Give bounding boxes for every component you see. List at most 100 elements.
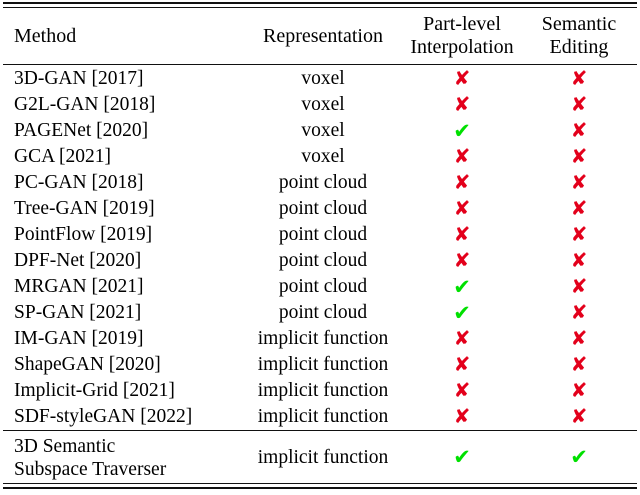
table-row: SDF-styleGAN [2022]implicit function✘✘ xyxy=(3,404,637,431)
cell-part-level-interpolation: ✘ xyxy=(403,144,521,170)
column-header-part-line2: Interpolation xyxy=(410,36,514,58)
check-icon: ✔ xyxy=(453,274,471,299)
column-header-semantic-line1: Semantic xyxy=(541,12,617,35)
cell-part-level-interpolation: ✔ xyxy=(403,274,521,300)
table-footer-section: 3D Semantic Subspace Traverser implicit … xyxy=(3,430,637,489)
cell-method: IM-GAN [2019] xyxy=(14,328,144,349)
cell-representation: implicit function xyxy=(257,406,389,427)
cell-part-level-interpolation: ✘ xyxy=(403,248,521,274)
table-row: DPF-Net [2020]point cloud✘✘ xyxy=(3,248,637,274)
table-row: GCA [2021] voxel ✘ ✘ xyxy=(3,144,637,170)
cell-method: GCA [2021] xyxy=(14,146,111,167)
final-row-part-interpolation-mark: ✔ xyxy=(403,432,521,484)
cross-icon: ✘ xyxy=(570,351,588,376)
column-header-method: Method xyxy=(14,24,77,47)
cross-icon: ✘ xyxy=(570,273,588,298)
column-header-representation: Representation xyxy=(263,24,383,47)
table-row: MRGAN [2021]point cloud✔✘ xyxy=(3,274,637,300)
cell-method: PC-GAN [2018] xyxy=(14,172,144,193)
cross-icon: ✘ xyxy=(453,143,471,168)
cross-icon: ✘ xyxy=(453,325,471,350)
table-row: PAGENet [2020]voxel✔✘ xyxy=(3,118,637,144)
cell-semantic-editing: ✘ xyxy=(521,404,637,431)
cell-semantic-editing: ✘ xyxy=(521,222,637,248)
column-header-semantic-line2: Editing xyxy=(549,36,609,58)
table-row: IM-GAN [2019] implicit function ✘ ✘ xyxy=(3,326,637,352)
cell-method: MRGAN [2021] xyxy=(14,276,144,297)
table-header: Method Representation Part-level Interpo… xyxy=(3,2,637,66)
cross-icon: ✘ xyxy=(453,169,471,194)
cell-representation: implicit function xyxy=(257,380,389,401)
table-top-rule xyxy=(3,2,637,8)
cross-icon: ✘ xyxy=(570,117,588,142)
cell-part-level-interpolation: ✘ xyxy=(403,404,521,431)
cell-representation: voxel xyxy=(301,68,345,89)
final-row-semantic-editing-mark: ✔ xyxy=(521,432,637,484)
cell-part-level-interpolation: ✘ xyxy=(403,378,521,404)
cell-part-level-interpolation: ✘ xyxy=(403,196,521,222)
cell-method: Tree-GAN [2019] xyxy=(14,198,155,219)
cell-method: PointFlow [2019] xyxy=(14,224,153,245)
table-row: SP-GAN [2021] point cloud ✔ ✘ xyxy=(3,300,637,326)
cell-part-level-interpolation: ✘ xyxy=(403,170,521,196)
cell-method: 3D-GAN [2017] xyxy=(14,68,144,89)
cell-representation: point cloud xyxy=(278,172,368,193)
cell-method: PAGENet [2020] xyxy=(14,120,149,141)
cross-icon: ✘ xyxy=(570,169,588,194)
cell-method: Implicit-Grid [2021] xyxy=(14,380,175,401)
table-body: 3D-GAN [2017]voxel✘✘G2L-GAN [2018]voxel✘… xyxy=(3,66,637,431)
cross-icon: ✘ xyxy=(570,377,588,402)
cell-representation: point cloud xyxy=(278,224,368,245)
cell-part-level-interpolation: ✘ xyxy=(403,222,521,248)
table-row: PointFlow [2019] point cloud ✘ ✘ xyxy=(3,222,637,248)
cell-semantic-editing: ✘ xyxy=(521,300,637,326)
cell-semantic-editing: ✘ xyxy=(521,144,637,170)
cell-representation: voxel xyxy=(301,146,345,167)
cell-representation: voxel xyxy=(301,120,345,141)
cell-representation: point cloud xyxy=(278,198,368,219)
cell-representation: voxel xyxy=(301,94,345,115)
cell-part-level-interpolation: ✘ xyxy=(403,352,521,378)
cell-semantic-editing: ✘ xyxy=(521,326,637,352)
cell-semantic-editing: ✘ xyxy=(521,378,637,404)
final-row-method-line1: 3D Semantic xyxy=(14,435,116,457)
cross-icon: ✘ xyxy=(453,65,471,90)
method-comparison-table: Method Representation Part-level Interpo… xyxy=(3,2,637,489)
cell-semantic-editing: ✘ xyxy=(521,92,637,118)
cross-icon: ✘ xyxy=(570,143,588,168)
table-row-highlight: 3D Semantic Subspace Traverser implicit … xyxy=(3,432,637,484)
cell-semantic-editing: ✘ xyxy=(521,274,637,300)
cross-icon: ✘ xyxy=(570,65,588,90)
cross-icon: ✘ xyxy=(570,325,588,350)
cell-semantic-editing: ✘ xyxy=(521,248,637,274)
cell-part-level-interpolation: ✘ xyxy=(403,66,521,92)
check-icon: ✔ xyxy=(453,445,471,469)
cell-part-level-interpolation: ✘ xyxy=(403,326,521,352)
final-row-method: 3D Semantic Subspace Traverser xyxy=(3,432,243,484)
comparison-table-container: Method Representation Part-level Interpo… xyxy=(3,0,637,489)
table-header-rule xyxy=(3,64,637,66)
cross-icon: ✘ xyxy=(570,299,588,324)
cross-icon: ✘ xyxy=(453,377,471,402)
table-row: Implicit-Grid [2021] implicit function ✘ ✘ xyxy=(3,378,637,404)
cell-representation: point cloud xyxy=(278,302,368,323)
cell-method: SP-GAN [2021] xyxy=(14,302,142,323)
cross-icon: ✘ xyxy=(453,247,471,272)
cross-icon: ✘ xyxy=(453,91,471,116)
cell-semantic-editing: ✘ xyxy=(521,196,637,222)
check-icon: ✔ xyxy=(453,300,471,325)
cell-semantic-editing: ✘ xyxy=(521,170,637,196)
cell-representation: implicit function xyxy=(257,328,389,349)
table-row: 3D-GAN [2017] voxel ✘ ✘ xyxy=(3,66,637,92)
cross-icon: ✘ xyxy=(453,221,471,246)
cell-part-level-interpolation: ✔ xyxy=(403,300,521,326)
cell-semantic-editing: ✘ xyxy=(521,66,637,92)
cell-method: G2L-GAN [2018] xyxy=(14,94,156,115)
cell-semantic-editing: ✘ xyxy=(521,118,637,144)
column-header-semantic-editing: Semantic Editing xyxy=(521,8,637,65)
cell-semantic-editing: ✘ xyxy=(521,352,637,378)
cross-icon: ✘ xyxy=(453,195,471,220)
cross-icon: ✘ xyxy=(570,221,588,246)
table-row: Tree-GAN [2019] point cloud ✘ ✘ xyxy=(3,196,637,222)
cross-icon: ✘ xyxy=(570,91,588,116)
